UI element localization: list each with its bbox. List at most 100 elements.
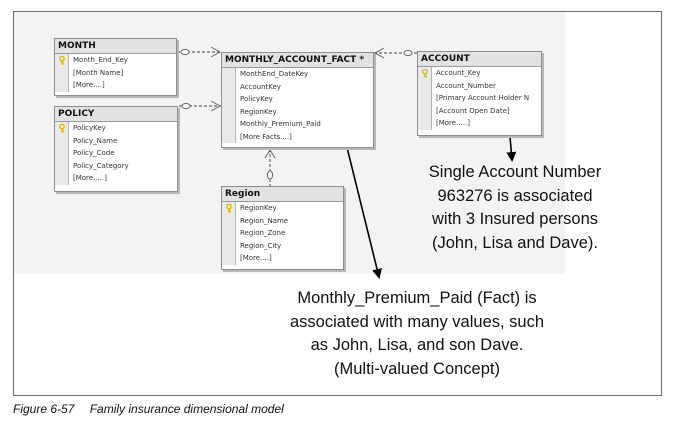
table-column-row[interactable]: [Account Open Date] <box>418 104 541 117</box>
row-selector <box>418 117 432 130</box>
column-name: [More.....] <box>436 119 470 127</box>
premium-note-line: (Multi-valued Concept) <box>334 359 500 378</box>
column-name: MonthEnd_DateKey <box>240 70 309 78</box>
table-column-row[interactable]: RegionKey <box>222 202 343 215</box>
column-name: Account_Key <box>436 69 481 77</box>
column-name: Region_Zone <box>240 229 286 237</box>
column-name: [More Facts....] <box>240 132 292 141</box>
row-selector <box>222 239 236 252</box>
row-selector <box>55 54 69 67</box>
row-selector <box>418 67 432 80</box>
table-column-row[interactable]: Account_Number <box>418 79 541 92</box>
column-name: PolicyKey <box>73 124 106 132</box>
column-name: [More....] <box>73 81 105 89</box>
primary-key-icon <box>422 69 428 78</box>
table-column-row[interactable]: RegionKey <box>222 105 373 118</box>
table-column-row[interactable]: Month_End_Key <box>55 54 176 67</box>
account-note-line: 963276 is associated <box>437 186 593 205</box>
table-column-row[interactable]: [Primary Account Holder N <box>418 92 541 105</box>
table-column-row[interactable]: [More Facts....] <box>222 130 373 143</box>
row-selector <box>222 130 236 143</box>
account-note-line: with 3 Insured persons <box>431 210 598 228</box>
table-policy-title: POLICY <box>55 107 177 122</box>
table-column-row[interactable]: [More....] <box>222 252 343 265</box>
table-column-row[interactable]: [More....] <box>55 79 176 92</box>
column-name: Monthly_Premium_Paid <box>240 120 321 128</box>
column-name: Policy_Code <box>73 149 115 157</box>
column-name: AccountKey <box>240 82 281 91</box>
premium-note-line: as John, Lisa, and son Dave. <box>310 336 524 354</box>
row-selector <box>55 147 69 160</box>
row-selector <box>55 79 69 92</box>
table-column-row[interactable]: [More.....] <box>418 117 541 130</box>
row-selector <box>222 202 236 215</box>
table-column-row[interactable]: [Month Name] <box>55 66 176 79</box>
figure-title: Family insurance dimensional model <box>89 402 284 416</box>
row-selector <box>418 79 432 92</box>
column-name: [More.....] <box>73 174 107 182</box>
table-column-row[interactable]: Region_Name <box>222 214 343 227</box>
row-selector <box>222 80 236 93</box>
table-month[interactable]: MONTH Month_End_Key [Month Name] [More....… <box>54 38 177 96</box>
row-selector <box>55 122 69 135</box>
table-column-row[interactable]: [More.....] <box>55 172 177 185</box>
table-column-row[interactable]: PolicyKey <box>55 122 177 135</box>
row-selector <box>222 227 236 240</box>
table-column-row[interactable]: Policy_Code <box>55 147 177 160</box>
table-column-row[interactable]: Region_Zone <box>222 227 343 240</box>
account-note-line: Single Account Number <box>428 163 602 181</box>
row-selector <box>222 105 236 118</box>
table-column-row[interactable]: MonthEnd_DateKey <box>222 68 373 81</box>
table-column-row[interactable]: Policy_Category <box>55 159 177 172</box>
primary-key-icon <box>59 124 65 133</box>
column-name: PolicyKey <box>240 95 273 103</box>
column-name: Region_City <box>240 241 282 250</box>
table-account-title: ACCOUNT <box>418 52 541 67</box>
figure-number: Figure 6-57 <box>13 402 75 416</box>
row-selector <box>222 118 236 131</box>
row-selector <box>418 104 432 117</box>
column-name: Account_Number <box>436 81 496 90</box>
row-selector <box>222 252 236 265</box>
premium-paid-note: Monthly_Premium_Paid (Fact) is associate… <box>242 287 592 381</box>
table-column-row[interactable]: Region_City <box>222 239 343 252</box>
table-month-title: MONTH <box>55 39 176 54</box>
row-selector <box>222 214 236 227</box>
row-selector <box>418 92 432 105</box>
row-selector <box>55 66 69 79</box>
premium-note-line: Monthly_Premium_Paid (Fact) is <box>297 289 537 307</box>
column-name: [Month Name] <box>73 68 124 77</box>
column-name: [Primary Account Holder N <box>436 94 530 102</box>
primary-key-icon <box>59 56 65 65</box>
account-note-line: (John, Lisa and Dave). <box>431 233 598 252</box>
primary-key-icon <box>226 204 232 213</box>
column-name: Region_Name <box>240 216 289 225</box>
table-fact-title: MONTHLY_ACCOUNT_FACT * <box>222 53 373 68</box>
row-selector <box>55 172 69 185</box>
table-column-row[interactable]: PolicyKey <box>222 93 373 106</box>
table-column-row[interactable]: Policy_Name <box>55 134 177 147</box>
table-column-row[interactable]: Monthly_Premium_Paid <box>222 118 373 131</box>
premium-note-line: associated with many values, such <box>289 312 545 331</box>
figure-caption: Figure 6-57 Family insurance dimensional… <box>13 402 284 416</box>
row-selector <box>222 93 236 106</box>
table-region-title: Region <box>222 187 343 202</box>
column-name: [More....] <box>240 254 272 262</box>
column-name: Month_End_Key <box>73 56 128 64</box>
column-name: Policy_Name <box>73 136 118 145</box>
column-name: RegionKey <box>240 107 277 116</box>
table-column-row[interactable]: AccountKey <box>222 80 373 93</box>
table-month-columns: Month_End_Key [Month Name] [More....] <box>55 54 176 92</box>
table-column-row[interactable]: Account_Key <box>418 67 541 80</box>
column-name: [Account Open Date] <box>436 106 510 115</box>
row-selector <box>55 134 69 147</box>
column-name: Policy_Category <box>73 161 129 170</box>
